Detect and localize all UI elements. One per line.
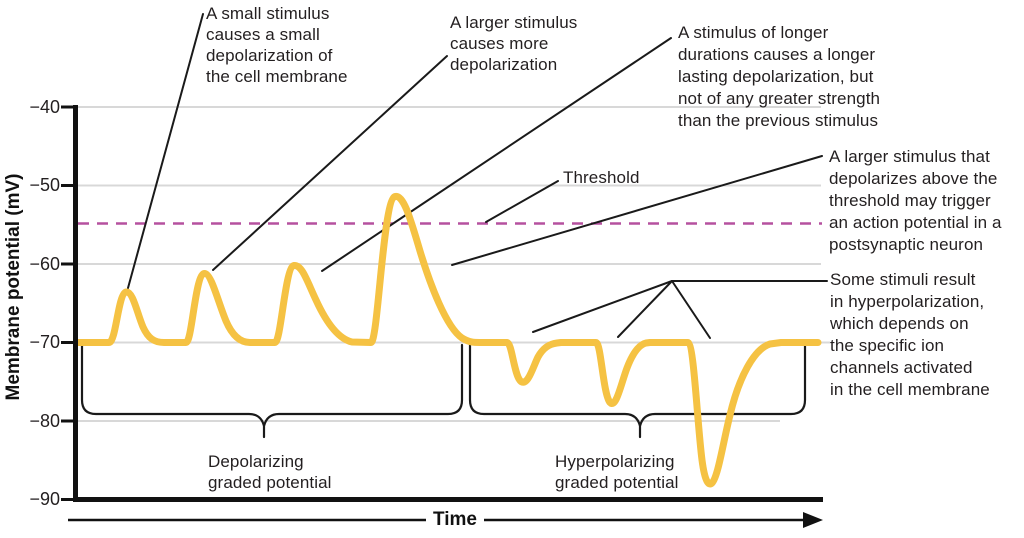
- annotation-hyperpolarization: Some stimuli result in hyperpolarization…: [830, 270, 990, 399]
- time-arrowhead-icon: [803, 512, 823, 528]
- annotation-above-threshold: A larger stimulus that depolarizes above…: [829, 147, 1002, 254]
- hyperpolarizing-brace-label: Hyperpolarizing graded potential: [555, 452, 679, 492]
- ytick--40: −40: [29, 97, 60, 117]
- annotation-larger-stimulus: A larger stimulus causes more depolariza…: [450, 13, 578, 74]
- y-axis-ticks: [61, 105, 74, 501]
- ytick--50: −50: [29, 175, 60, 195]
- annotation-longer-stimulus: A stimulus of longer durations causes a …: [678, 23, 881, 130]
- y-axis-title: Membrane potential (mV): [3, 173, 24, 401]
- time-arrow: [68, 512, 823, 528]
- pointer-above-threshold: [451, 155, 823, 266]
- x-axis-title: Time: [433, 509, 478, 530]
- annotation-small-stimulus: A small stimulus causes a small depolari…: [206, 4, 348, 86]
- membrane-potential-curve: [74, 193, 822, 488]
- fan-prong-3: [671, 280, 711, 339]
- fan-prong-2: [617, 280, 673, 338]
- ytick--80: −80: [29, 411, 60, 431]
- pointer-hyperpolarization-fan: [532, 280, 828, 339]
- pointer-larger-stimulus: [212, 55, 448, 271]
- threshold-label: Threshold: [563, 168, 640, 187]
- hyperpolarizing-brace: [468, 343, 807, 439]
- depolarizing-brace-label: Depolarizing graded potential: [208, 452, 332, 492]
- pointer-longer-stimulus: [321, 37, 672, 272]
- gridlines: [77, 106, 830, 422]
- fan-prong-1: [532, 280, 673, 333]
- ytick--70: −70: [29, 332, 60, 352]
- ytick--90: −90: [29, 489, 60, 509]
- axes: [61, 105, 823, 502]
- pointer-lines: [127, 13, 828, 339]
- ytick--60: −60: [29, 254, 60, 274]
- depolarizing-brace: [80, 343, 464, 439]
- pointer-threshold: [485, 180, 559, 223]
- pointer-small-stimulus: [127, 13, 204, 289]
